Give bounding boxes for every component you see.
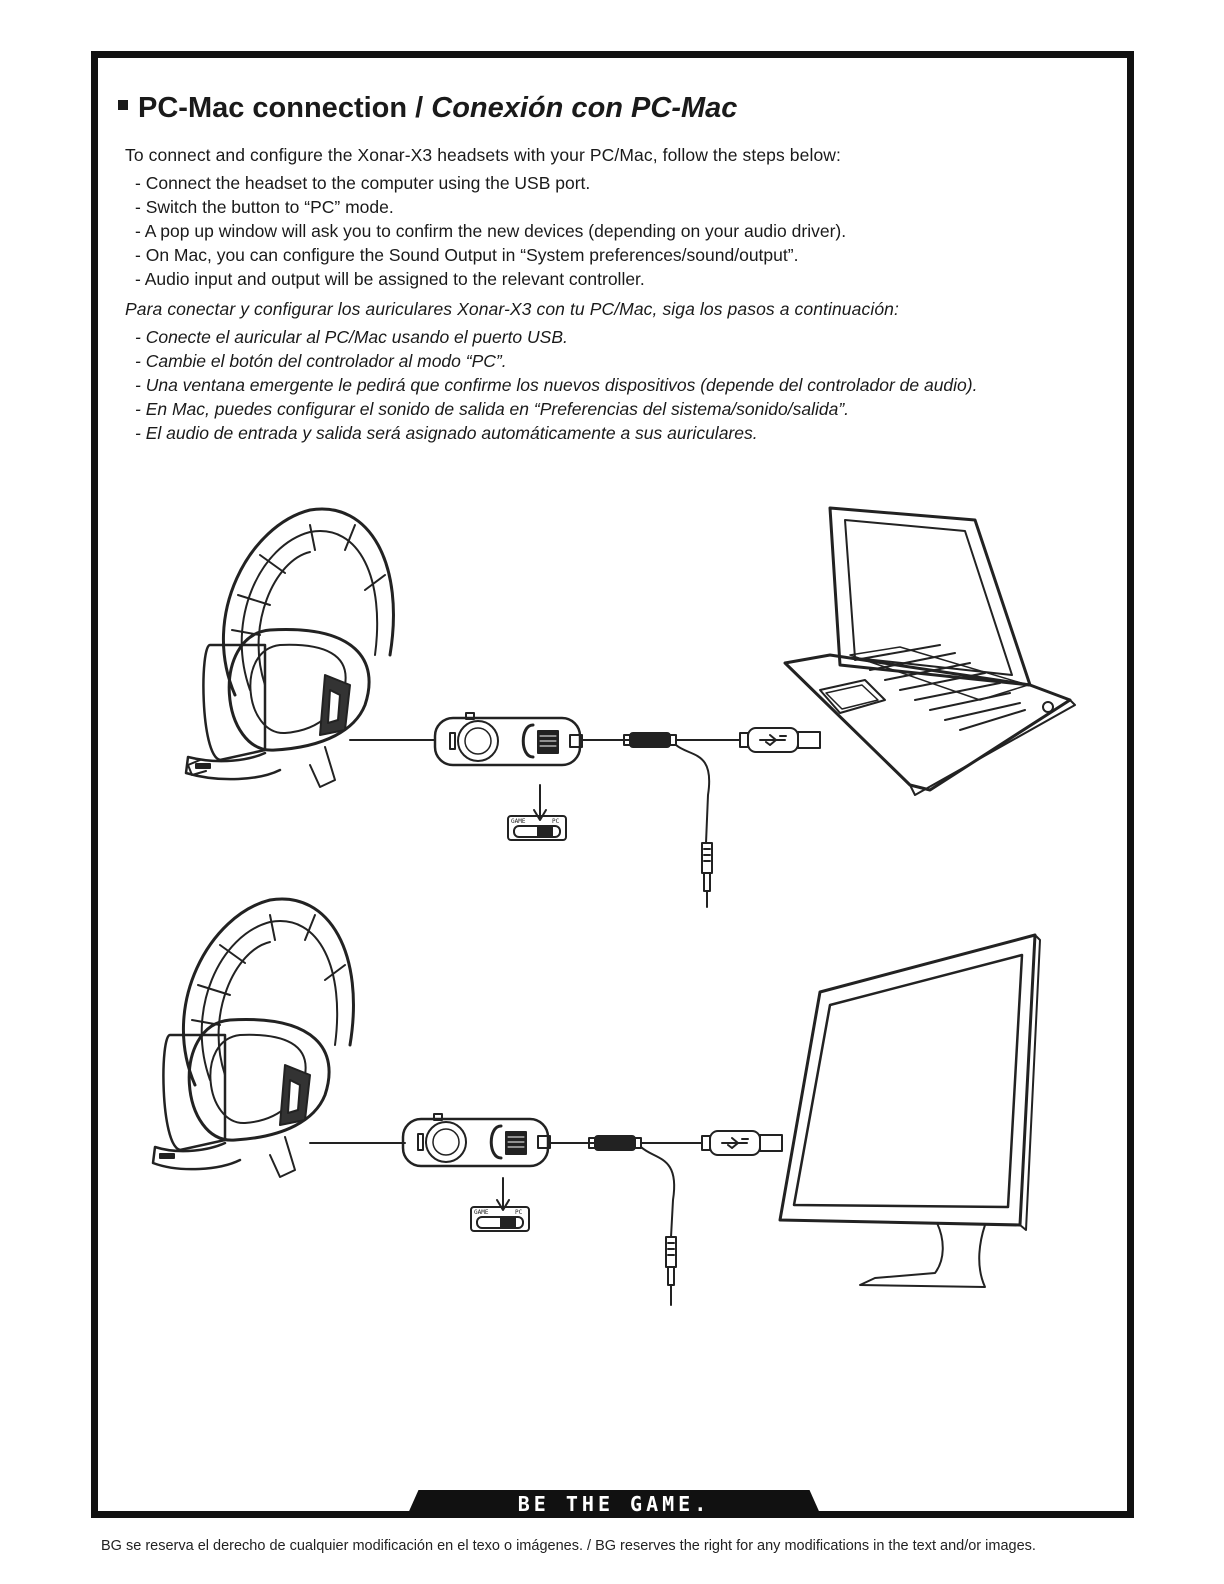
spanish-step: En Mac, puedes configurar el sonido de s… [135,397,977,421]
audio-jack-icon [702,843,712,907]
audio-jack-cable [641,1147,674,1237]
english-step: Audio input and output will be assigned … [135,267,846,291]
spanish-steps: Conecte el auricular al PC/Mac usando el… [135,325,977,445]
usb-plug-icon [702,1131,782,1155]
title-spanish: Conexión con PC-Mac [431,92,737,124]
usb-plug-icon [740,728,820,752]
english-step: Switch the button to “PC” mode. [135,195,846,219]
switch-label-game: GAME [474,1209,489,1216]
title-english: PC-Mac connection / [138,92,431,124]
switch-label-game: GAME [511,818,526,825]
audio-jack-cable [676,745,709,843]
switch-label-pc: PC [552,818,560,825]
spanish-step: Conecte el auricular al PC/Mac usando el… [135,325,977,349]
title-bullet-icon [118,100,128,110]
game-pc-switch: GAME PC [471,1207,529,1231]
spanish-step: Cambie el botón del controlador al modo … [135,349,977,373]
headset-icon [153,899,353,1177]
page-title: PC-Mac connection / Conexión con PC-Mac [118,92,737,125]
monitor-icon [780,935,1040,1287]
audio-jack-icon [666,1237,676,1305]
spanish-step: Una ventana emergente le pedirá que conf… [135,373,977,397]
switch-arrow-icon [534,785,546,820]
footer-disclaimer: BG se reserva el derecho de cualquier mo… [101,1538,1036,1554]
switch-arrow-icon [497,1178,509,1210]
laptop-icon [785,508,1075,795]
english-step: Connect the headset to the computer usin… [135,171,846,195]
headset-icon [186,509,393,787]
brand-slogan: BE THE GAME. [518,1492,711,1516]
switch-label-pc: PC [515,1209,523,1216]
english-steps: Connect the headset to the computer usin… [135,171,846,291]
english-step: A pop up window will ask you to confirm … [135,219,846,243]
volume-controller [435,713,582,765]
spanish-step: El audio de entrada y salida será asigna… [135,421,977,445]
cable-ferrite-icon [624,733,676,747]
spanish-intro: Para conectar y configurar los auricular… [125,299,899,320]
cable-ferrite-icon [589,1136,641,1150]
game-pc-switch: GAME PC [508,816,566,840]
volume-controller [403,1114,550,1166]
english-intro: To connect and configure the Xonar-X3 he… [125,145,841,166]
english-step: On Mac, you can configure the Sound Outp… [135,243,846,267]
brand-banner: BE THE GAME. [406,1490,822,1518]
connection-illustration: GAME PC [140,495,1080,1325]
